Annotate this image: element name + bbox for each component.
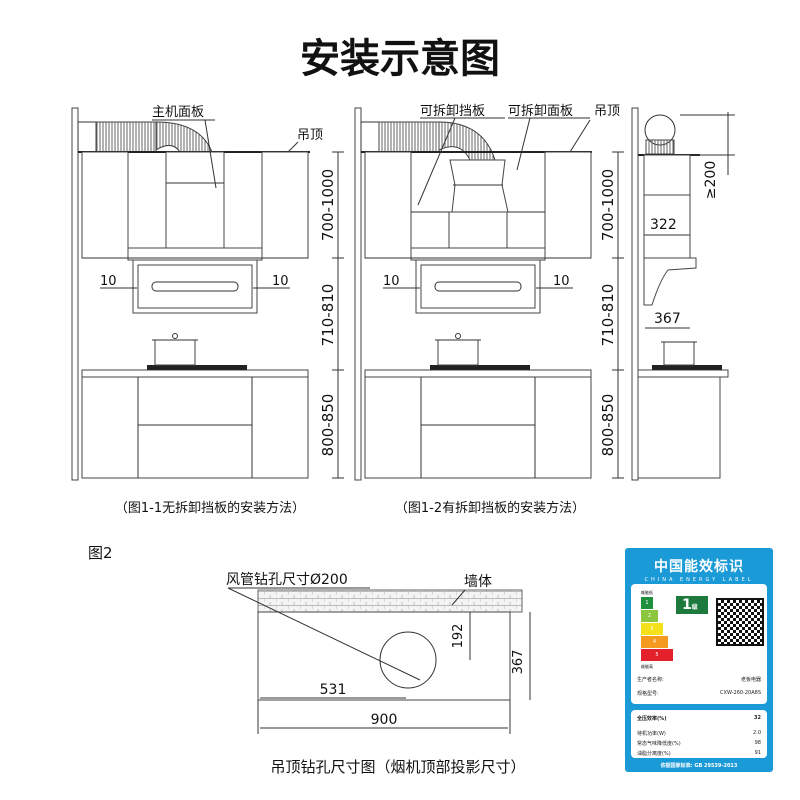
label-removable-panel: 可拆卸面板 (508, 103, 573, 119)
grade-bar-1: 1 (641, 597, 653, 609)
dim-lower: 800-850 (319, 394, 337, 457)
label-removable-baffle: 可拆卸挡板 (420, 103, 485, 119)
energy-metrics-card: 全压效率(%) 32 待机功率(W) 2.0 常态气味降低度(%) 98 油脂分离度(… (631, 710, 767, 758)
maker-label: 生产者名称: (637, 677, 664, 683)
figure-2: 图2 风管钻孔尺寸Ø200 墙体 192 367 531 900 吊顶钻孔尺寸图… (88, 544, 531, 776)
standby-value: 2.0 (753, 730, 761, 736)
dim-900: 900 (371, 712, 398, 728)
page-title: 安装示意图 (300, 36, 500, 82)
dim-gap-right-2: 10 (553, 274, 570, 289)
high-label: 耗能高 (641, 664, 653, 669)
grade-bar-3: 3 (641, 623, 663, 635)
label-wall: 墙体 (464, 574, 492, 590)
dim-side-367: 367 (654, 311, 681, 327)
pot-icon (152, 333, 198, 366)
dim-gap-left: 10 (100, 274, 117, 289)
caption-fig-1-2: （图1-2有拆卸挡板的安装方法） (395, 500, 585, 516)
pot-icon (435, 333, 481, 366)
capture-value: 98 (754, 740, 761, 746)
dim-middle-2: 710-810 (599, 284, 617, 347)
label-main-panel: 主机面板 (152, 105, 204, 120)
efficiency-value: 32 (754, 715, 761, 721)
label-ceiling: 吊顶 (297, 128, 323, 143)
fig2-label: 图2 (88, 544, 113, 562)
energy-label-title: 中国能效标识 (654, 559, 744, 575)
dim-lower-2: 800-850 (599, 394, 617, 457)
label-duct-hole: 风管钻孔尺寸Ø200 (226, 572, 348, 588)
dim-531: 531 (320, 682, 347, 698)
grade-value: 1 (682, 597, 692, 613)
separation-label: 油脂分离度(%) (637, 751, 671, 757)
low-label: 耗能低 (641, 590, 653, 595)
dim-192: 192 (451, 624, 466, 649)
fig2-caption: 吊顶钻孔尺寸图（烟机顶部投影尺寸） (270, 758, 525, 776)
dim-side-top: ≥200 (703, 161, 719, 199)
grade-suffix: 级 (691, 604, 698, 611)
dim-upper-2: 700-1000 (599, 169, 617, 241)
caption-fig-1-1: （图1-1无拆卸挡板的安装方法） (115, 500, 305, 516)
grade-bar-5: 5 (641, 649, 673, 661)
model-value: CXW-260-20A8S (720, 690, 761, 696)
side-view: ≥200 322 367 (631, 107, 735, 481)
maker-value: 老板电器 (740, 677, 761, 683)
separation-value: 91 (754, 750, 761, 756)
dim-side-322: 322 (650, 217, 677, 233)
grade-arrow: 1级 (676, 596, 708, 614)
dim-upper: 700-1000 (319, 169, 337, 241)
grade-bar-2: 2 (641, 610, 658, 622)
dim-gap-left-2: 10 (383, 274, 400, 289)
figure-1-2: 可拆卸挡板 可拆卸面板 吊顶 10 10 700-1000 710-810 80… (354, 103, 624, 516)
model-label: 规格型号: (637, 691, 659, 697)
figure-1-1: 主机面板 吊顶 10 10 700-1000 710-810 800-850 （… (71, 105, 344, 516)
grade-bar-4: 4 (641, 636, 668, 648)
dim-367: 367 (511, 650, 526, 675)
brick-wall (257, 589, 523, 613)
capture-label: 常态气味降低度(%) (637, 741, 681, 747)
standby-label: 待机功率(W) (637, 731, 666, 737)
energy-standard: 依据国家标准: GB 29539-2013 (660, 763, 738, 769)
pot-icon (663, 341, 695, 366)
qr-code (716, 598, 764, 646)
duct-hose (95, 121, 213, 153)
dim-gap-right: 10 (272, 274, 289, 289)
label-ceiling-2: 吊顶 (594, 104, 620, 119)
efficiency-label: 全压效率(%) (637, 716, 667, 722)
energy-label-subtitle: CHINA ENERGY LABEL (644, 577, 754, 583)
dim-middle: 710-810 (319, 284, 337, 347)
